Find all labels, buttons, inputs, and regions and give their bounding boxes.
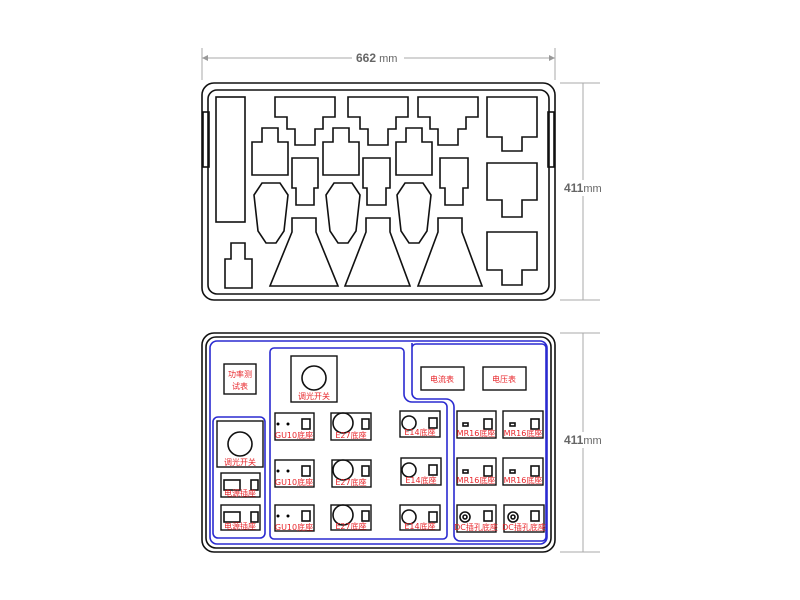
dc-jack-label: DC插孔底座 <box>502 522 546 532</box>
mr16-label: MR16底座 <box>504 428 543 438</box>
gu10-slot-2: GU10底座 <box>274 459 315 488</box>
voltmeter-slot: 电压表 <box>482 366 527 391</box>
dc-jack-label: DC插孔底座 <box>454 522 498 532</box>
svg-text:411mm: 411mm <box>564 181 602 195</box>
trapezoid-slot-1 <box>268 217 340 287</box>
ammeter-label: 电流表 <box>430 374 454 384</box>
cross-slot-1 <box>251 127 289 176</box>
height-value: 411 <box>564 181 584 195</box>
svg-text:411mm: 411mm <box>564 433 602 447</box>
pentagon-slot-1 <box>253 182 289 244</box>
pentagon-slot-2 <box>325 182 361 244</box>
e14-slot-3: E14底座 <box>399 504 441 531</box>
width-unit: mm <box>379 53 397 65</box>
dc-jack-slot-1: DC插孔底座 <box>454 504 498 533</box>
height-unit-2: mm <box>583 435 601 447</box>
bottom-tray-outer <box>201 332 556 553</box>
height-unit: mm <box>583 183 601 195</box>
e27-label: E27底座 <box>335 430 366 440</box>
small-rect-slot-2 <box>362 157 391 206</box>
blue-right-panel <box>411 343 547 542</box>
right-slot-3 <box>486 231 538 286</box>
dimmer-switch-slot-top: 调光开关 <box>290 355 338 403</box>
e27-label: E27底座 <box>335 477 366 487</box>
t-slot-3 <box>417 96 479 146</box>
cross-slot-3 <box>395 127 433 176</box>
e14-label: E14底座 <box>405 475 436 485</box>
right-slot-1 <box>486 96 538 152</box>
mr16-label: MR16底座 <box>457 428 496 438</box>
mr16-label: MR16底座 <box>504 475 543 485</box>
small-rect-slot-1 <box>291 157 319 206</box>
mr16-slot-1: MR16底座 <box>456 410 497 439</box>
trapezoid-slot-2 <box>343 217 412 287</box>
gu10-label: GU10底座 <box>275 477 313 487</box>
dimmer-switch-label: 调光开关 <box>298 391 330 401</box>
bottom-tray: 功率测 试表 调光开关 调光开关 电源插座 电源插座 GU10底座 <box>201 332 556 553</box>
blue-middle-panel <box>269 347 448 540</box>
e27-slot-1: E27底座 <box>330 412 372 441</box>
power-meter-slot: 功率测 试表 <box>223 363 257 395</box>
mr16-slot-4: MR16底座 <box>502 457 544 486</box>
mr16-label: MR16底座 <box>457 475 496 485</box>
cross-slot-2 <box>322 127 360 176</box>
tall-slot <box>215 96 246 223</box>
right-clip <box>547 111 555 168</box>
power-socket-label: 电源插座 <box>224 488 256 498</box>
blue-left-panel <box>212 416 266 539</box>
gu10-slot-1: GU10底座 <box>274 412 315 441</box>
power-meter-label-2: 试表 <box>232 381 248 391</box>
gu10-label: GU10底座 <box>275 430 313 440</box>
top-tray-inner <box>207 89 550 295</box>
ammeter-slot: 电流表 <box>420 366 465 391</box>
bottom-tray-inner <box>205 336 552 549</box>
right-slot-2 <box>486 162 538 218</box>
gu10-slot-3: GU10底座 <box>274 504 315 532</box>
width-value: 662 <box>356 51 376 65</box>
dimmer-switch-slot-left: 调光开关 <box>216 420 264 468</box>
e14-label: E14底座 <box>404 427 435 437</box>
left-clip <box>202 111 210 168</box>
blue-outline-outer <box>209 340 548 545</box>
power-meter-label-1: 功率测 <box>228 369 252 379</box>
height-value-2: 411 <box>564 433 584 447</box>
power-socket-label: 电源插座 <box>224 521 256 531</box>
trapezoid-slot-3 <box>416 217 484 287</box>
pentagon-slot-3 <box>396 182 432 244</box>
height-dimension-top: 411mm <box>560 82 604 301</box>
e14-label: E14底座 <box>404 521 435 531</box>
e14-slot-2: E14底座 <box>400 457 442 486</box>
e27-label: E27底座 <box>335 521 366 531</box>
mr16-slot-3: MR16底座 <box>456 457 497 486</box>
t-slot-1 <box>274 96 336 146</box>
top-tray <box>201 82 556 301</box>
e27-slot-2: E27底座 <box>331 459 372 488</box>
top-tray-outer <box>201 82 556 301</box>
voltmeter-label: 电压表 <box>492 374 516 384</box>
power-socket-slot-2: 电源插座 <box>220 504 261 531</box>
power-socket-slot-1: 电源插座 <box>220 472 261 498</box>
e27-slot-3: E27底座 <box>330 504 372 531</box>
gu10-label: GU10底座 <box>275 522 313 532</box>
width-dimension: 662 mm <box>201 48 556 80</box>
small-rect-slot-3 <box>439 157 469 206</box>
dc-jack-slot-2: DC插孔底座 <box>502 504 546 533</box>
svg-text:662 mm: 662 mm <box>356 51 397 65</box>
mr16-slot-2: MR16底座 <box>502 410 544 439</box>
t-slot-2 <box>347 96 409 146</box>
dimmer-switch-label: 调光开关 <box>224 457 256 467</box>
e14-slot-1: E14底座 <box>399 410 441 438</box>
height-dimension-bottom: 411mm <box>560 332 604 553</box>
small-slot <box>224 242 253 289</box>
